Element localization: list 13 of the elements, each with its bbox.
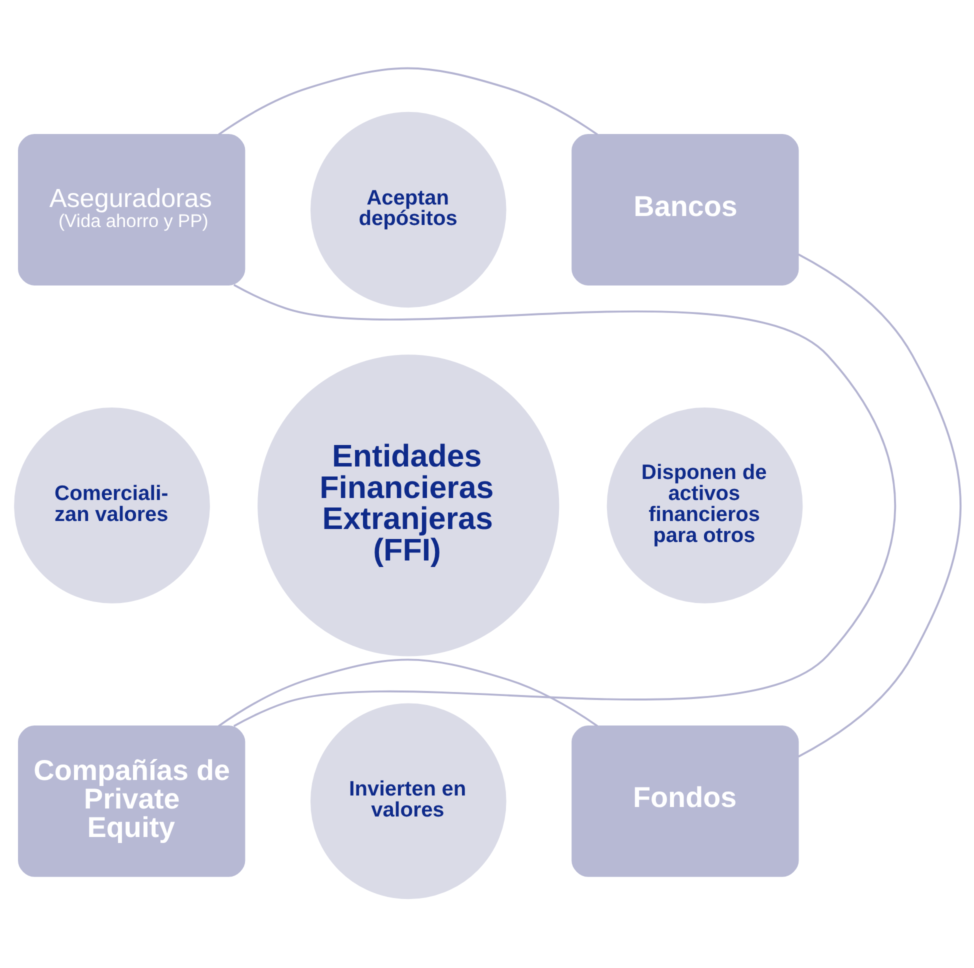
connector (218, 658, 598, 727)
node-circle: Disponen de activos financieros para otros (606, 406, 804, 605)
node-box: Bancos (572, 134, 799, 286)
node-box: Aseguradoras (Vida ahorro y PP) (18, 134, 246, 286)
node-box: Fondos (572, 725, 799, 877)
connector (233, 284, 896, 727)
connector (798, 254, 962, 758)
node-circle: Invierten en valores (309, 702, 508, 900)
node-circle: Aceptan depósitos (309, 110, 508, 309)
connector (218, 67, 598, 136)
node-box: Compañías de Private Equity (18, 725, 246, 877)
node-circle: Entidades Financieras Extranjeras (FFI) (258, 354, 560, 656)
node-circle: Comerciali- zan valores (12, 406, 212, 605)
